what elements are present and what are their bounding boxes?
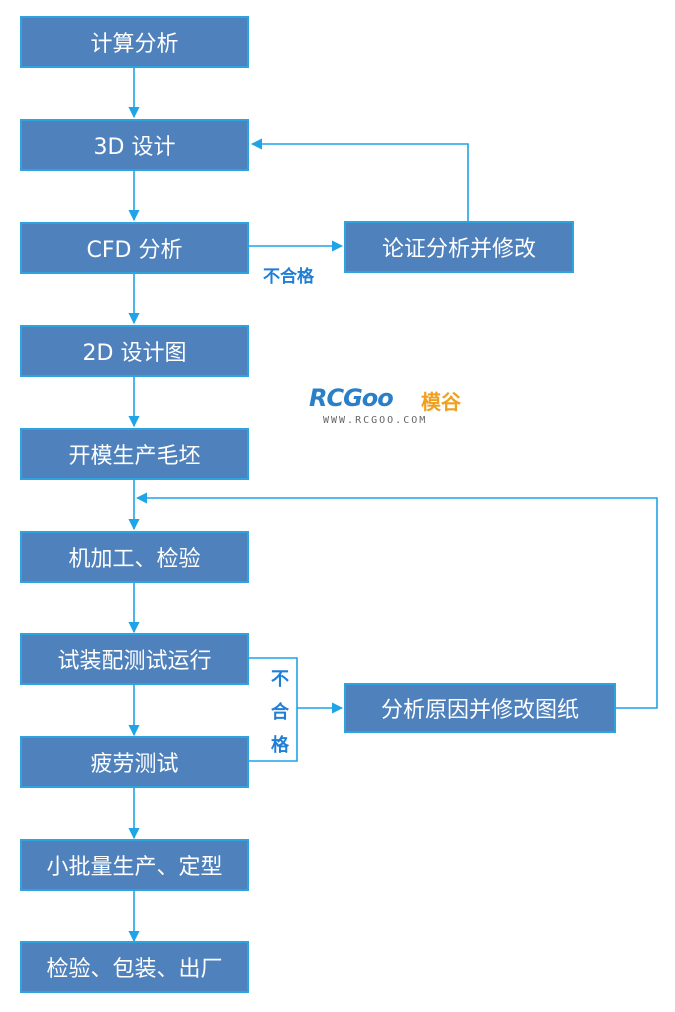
logo-chinese: 模谷 xyxy=(421,390,461,414)
label-fail-2: 不 合 格 xyxy=(268,663,292,762)
arrow-analyze-machining xyxy=(135,492,658,709)
arrow-revise-3d xyxy=(250,138,469,221)
label-fail-2-char1: 不 xyxy=(271,669,289,690)
bracket-fail xyxy=(249,657,298,762)
step-small-batch: 小批量生产、定型 xyxy=(20,839,249,891)
side-analyze-cause-label: 分析原因并修改图纸 xyxy=(380,698,579,723)
step-calculation-label: 计算分析 xyxy=(90,32,179,57)
step-inspect-ship: 检验、包装、出厂 xyxy=(20,941,249,993)
step-machining-label: 机加工、检验 xyxy=(68,547,201,572)
step-2d-drawing: 2D 设计图 xyxy=(20,325,249,377)
rcgoo-logo: RCGoo 模谷 WWW.RCGOO.COM xyxy=(309,384,469,430)
step-3d-design-label: 3D 设计 xyxy=(93,135,176,160)
logo-brand: RCGoo xyxy=(309,384,394,412)
label-fail-2-char2: 合 xyxy=(271,702,289,723)
step-2d-drawing-label: 2D 设计图 xyxy=(82,341,187,366)
label-fail-2-char3: 格 xyxy=(271,735,289,756)
side-analyze-cause: 分析原因并修改图纸 xyxy=(344,683,616,733)
step-trial-assembly-label: 试装配测试运行 xyxy=(57,649,212,674)
step-inspect-ship-label: 检验、包装、出厂 xyxy=(46,957,223,982)
step-mold-blank: 开模生产毛坯 xyxy=(20,428,249,480)
label-fail-1: 不合格 xyxy=(263,267,314,287)
logo-url: WWW.RCGOO.COM xyxy=(323,415,428,426)
step-3d-design: 3D 设计 xyxy=(20,119,249,171)
step-calculation: 计算分析 xyxy=(20,16,249,68)
step-fatigue-test-label: 疲劳测试 xyxy=(90,752,179,777)
side-revise: 论证分析并修改 xyxy=(344,221,574,273)
step-trial-assembly: 试装配测试运行 xyxy=(20,633,249,685)
step-cfd-analysis: CFD 分析 xyxy=(20,222,249,274)
step-machining: 机加工、检验 xyxy=(20,531,249,583)
step-cfd-analysis-label: CFD 分析 xyxy=(86,238,183,263)
step-small-batch-label: 小批量生产、定型 xyxy=(46,855,223,880)
step-mold-blank-label: 开模生产毛坯 xyxy=(68,444,201,469)
side-revise-label: 论证分析并修改 xyxy=(381,237,536,262)
step-fatigue-test: 疲劳测试 xyxy=(20,736,249,788)
